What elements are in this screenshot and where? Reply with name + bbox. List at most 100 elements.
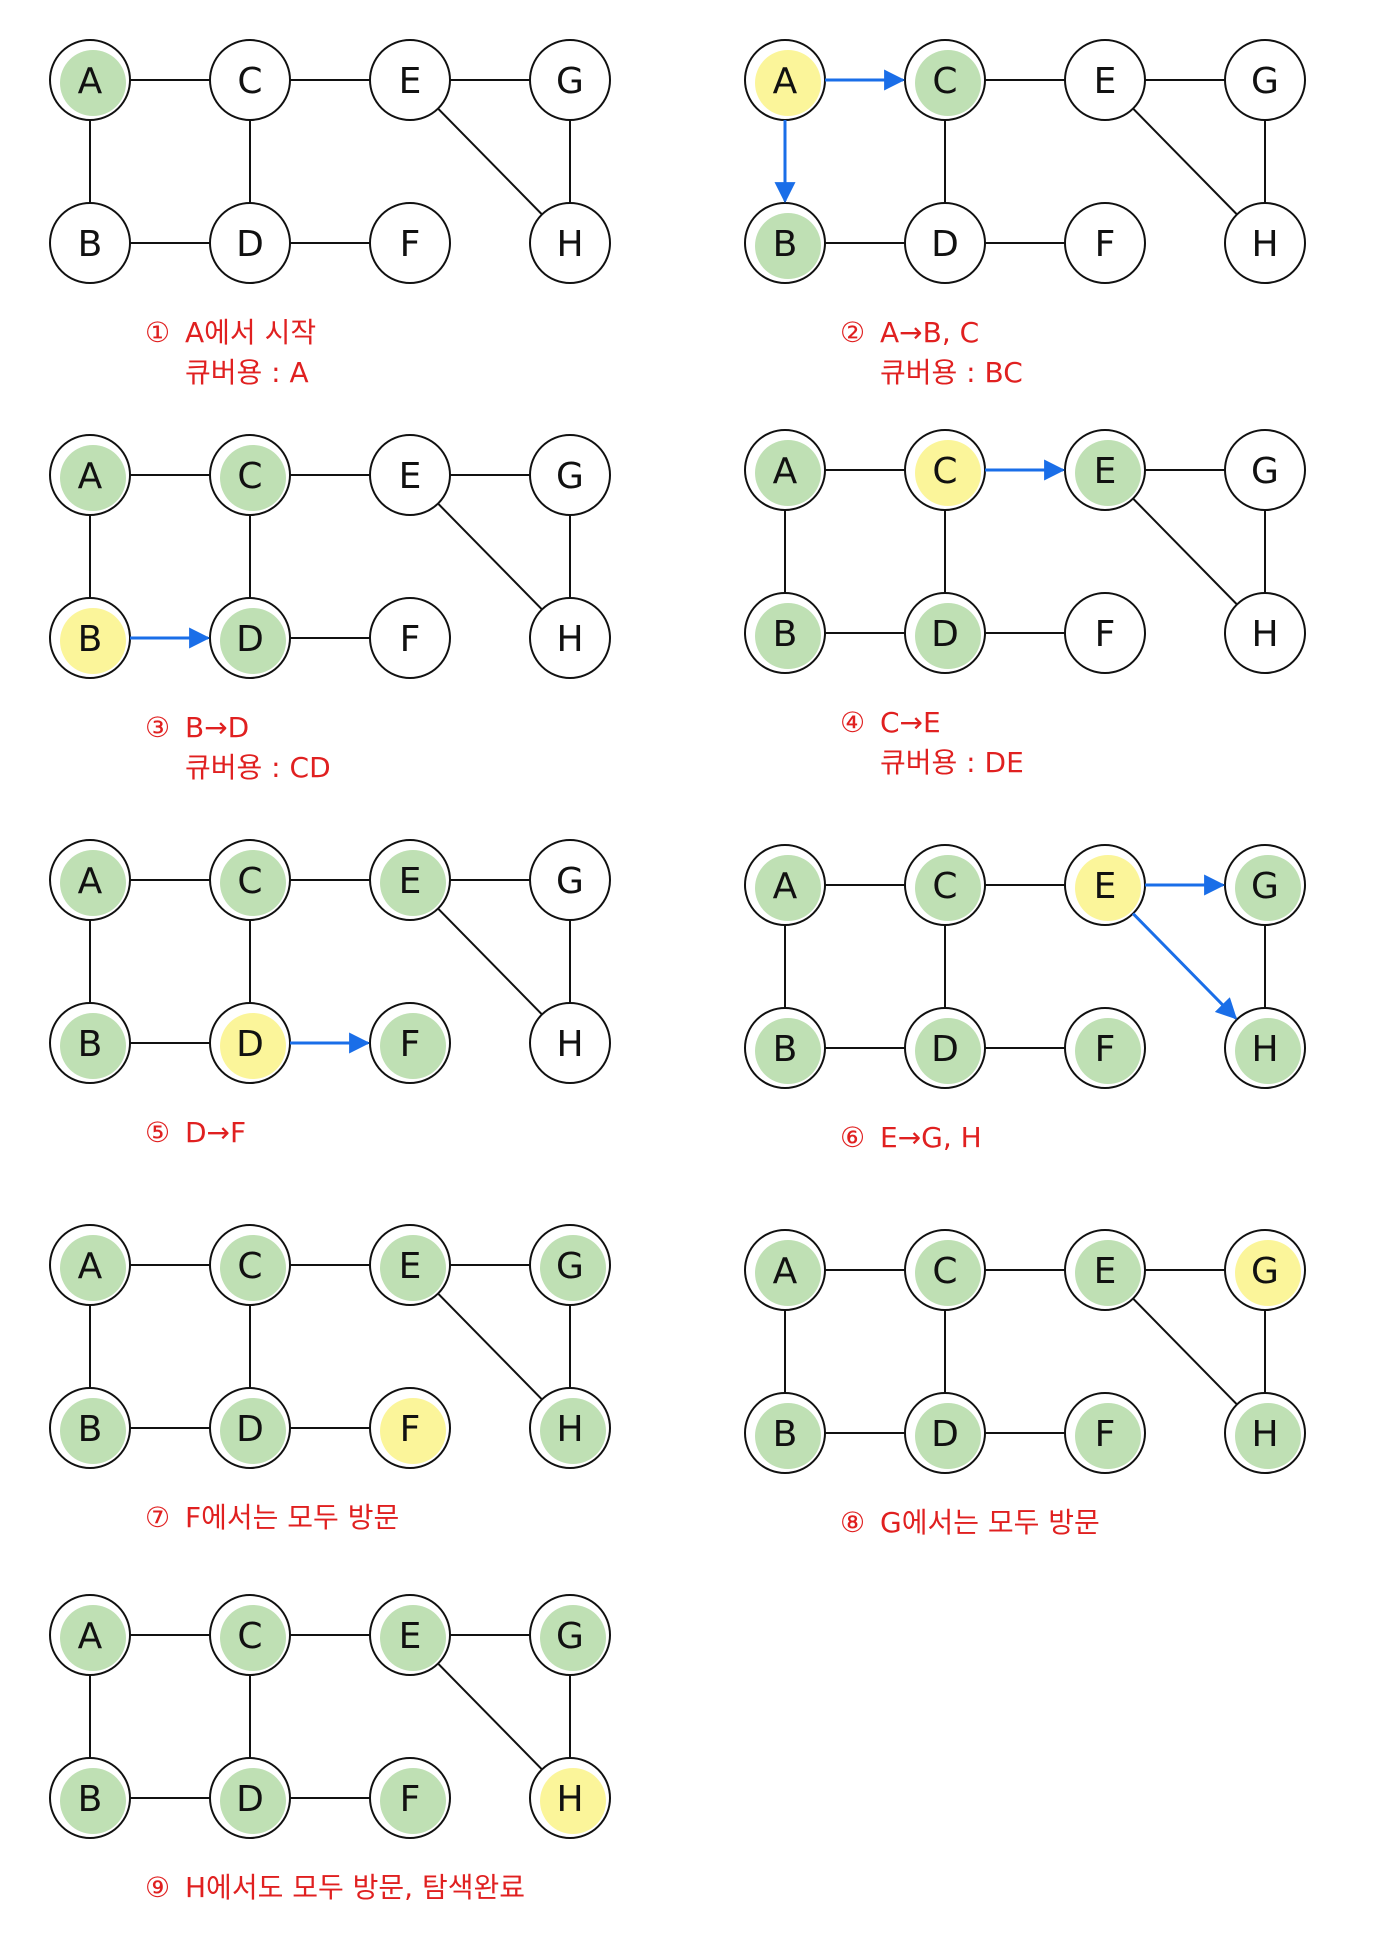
node-fill-visited — [540, 1235, 606, 1301]
node-label: E — [399, 61, 422, 102]
node-fill-current — [1075, 855, 1141, 921]
node-H: H — [529, 597, 611, 679]
node-B: B — [49, 1002, 131, 1084]
step-number: ⑤ — [145, 1116, 170, 1149]
node-label: G — [556, 861, 584, 902]
node-circle — [529, 202, 611, 284]
node-label: D — [931, 224, 959, 265]
node-B: B — [49, 1387, 131, 1469]
node-circle — [904, 202, 986, 284]
node-label: G — [556, 61, 584, 102]
node-B: B — [744, 202, 826, 284]
node-fill-visited — [220, 445, 286, 511]
node-label: H — [556, 1024, 583, 1065]
node-circle — [1224, 429, 1306, 511]
node-label: H — [1251, 1414, 1278, 1455]
node-circle — [209, 39, 291, 121]
node-label: F — [400, 1024, 421, 1065]
node-label: C — [237, 1616, 262, 1657]
step-caption-line: A→B, C — [880, 316, 979, 349]
node-label: E — [399, 861, 422, 902]
node-fill-visited — [755, 1240, 821, 1306]
node-G: G — [529, 1594, 611, 1676]
node-fill-visited — [755, 1403, 821, 1469]
step-number: ⑨ — [145, 1871, 170, 1904]
node-label: A — [78, 456, 103, 497]
node-fill-visited — [1075, 440, 1141, 506]
node-circle — [209, 202, 291, 284]
step-caption-line: F에서는 모두 방문 — [185, 1501, 399, 1534]
step-number: ⑦ — [145, 1501, 170, 1534]
node-label: G — [556, 1616, 584, 1657]
step-caption-line: 큐버용 : BC — [880, 356, 1023, 389]
node-fill-visited — [755, 213, 821, 279]
node-label: B — [78, 1024, 103, 1065]
node-circle — [1064, 202, 1146, 284]
node-G: G — [529, 39, 611, 121]
node-label: E — [1094, 61, 1117, 102]
node-E: E — [369, 1594, 451, 1676]
node-fill-visited — [915, 603, 981, 669]
node-C: C — [904, 429, 986, 511]
node-A: A — [49, 1594, 131, 1676]
node-label: E — [1094, 451, 1117, 492]
step-caption-line: 큐버용 : A — [185, 356, 309, 389]
node-fill-visited — [220, 1235, 286, 1301]
node-circle — [529, 434, 611, 516]
node-fill-visited — [60, 1235, 126, 1301]
node-label: B — [78, 1409, 103, 1450]
node-C: C — [209, 839, 291, 921]
node-fill-current — [915, 440, 981, 506]
node-F: F — [369, 1757, 451, 1839]
node-E: E — [1064, 39, 1146, 121]
node-D: D — [209, 1757, 291, 1839]
node-fill-visited — [60, 50, 126, 116]
step-caption-line: 큐버용 : DE — [880, 746, 1024, 779]
node-label: F — [400, 224, 421, 265]
node-label: B — [78, 1779, 103, 1820]
node-label: B — [773, 1029, 798, 1070]
node-label: D — [931, 614, 959, 655]
node-fill-visited — [1235, 1018, 1301, 1084]
node-circle — [1224, 202, 1306, 284]
node-label: G — [1251, 61, 1279, 102]
node-circle — [369, 434, 451, 516]
node-G: G — [529, 839, 611, 921]
node-circle — [1224, 592, 1306, 674]
node-label: F — [1095, 614, 1116, 655]
node-label: D — [931, 1414, 959, 1455]
node-fill-visited — [60, 1768, 126, 1834]
node-circle — [369, 597, 451, 679]
node-label: D — [931, 1029, 959, 1070]
node-fill-visited — [220, 1768, 286, 1834]
node-label: C — [237, 61, 262, 102]
node-fill-current — [540, 1768, 606, 1834]
node-label: G — [1251, 866, 1279, 907]
step-caption-line: D→F — [185, 1116, 246, 1149]
node-fill-visited — [540, 1605, 606, 1671]
node-circle — [49, 202, 131, 284]
node-G: G — [1224, 429, 1306, 511]
node-D: D — [904, 1392, 986, 1474]
node-E: E — [369, 434, 451, 516]
node-G: G — [1224, 1229, 1306, 1311]
node-D: D — [209, 1002, 291, 1084]
node-label: A — [773, 1251, 798, 1292]
step-number: ③ — [145, 711, 170, 744]
node-C: C — [904, 1229, 986, 1311]
node-C: C — [209, 1594, 291, 1676]
node-label: C — [237, 456, 262, 497]
step-caption-line: A에서 시작 — [185, 316, 316, 349]
node-label: F — [1095, 1029, 1116, 1070]
node-F: F — [369, 1002, 451, 1084]
node-fill-current — [380, 1398, 446, 1464]
node-A: A — [49, 434, 131, 516]
node-B: B — [49, 202, 131, 284]
node-A: A — [744, 429, 826, 511]
node-A: A — [49, 39, 131, 121]
node-circle — [529, 597, 611, 679]
node-H: H — [529, 1757, 611, 1839]
